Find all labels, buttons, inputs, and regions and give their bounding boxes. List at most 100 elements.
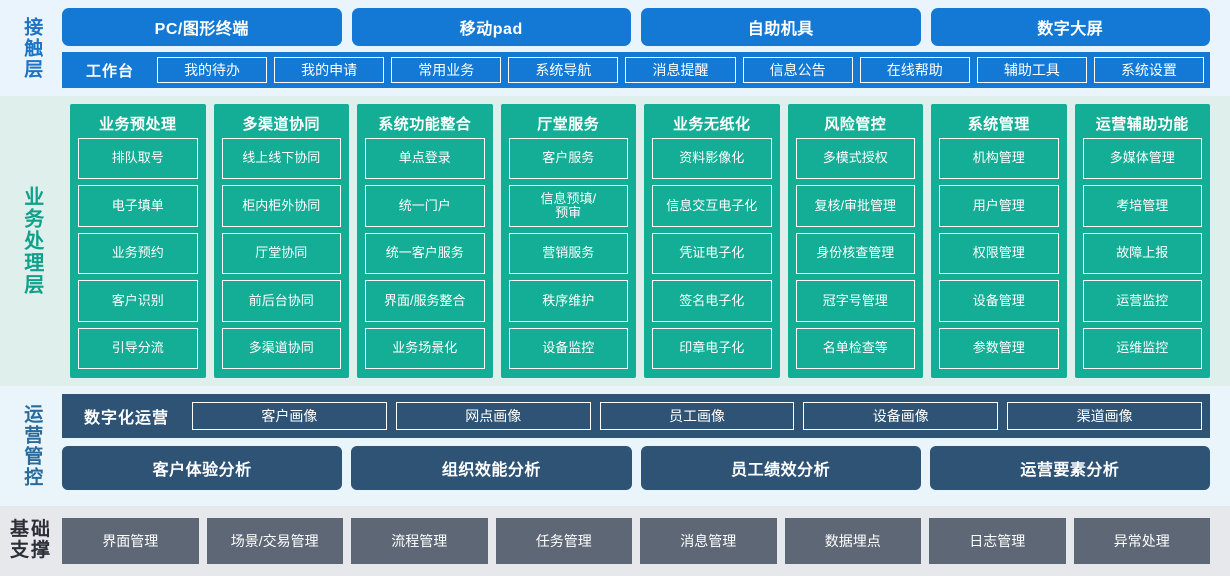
biz-item[interactable]: 机构管理 bbox=[939, 138, 1059, 180]
analysis-customer-experience[interactable]: 客户体验分析 bbox=[62, 446, 343, 490]
biz-item[interactable]: 前后台协同 bbox=[221, 280, 341, 322]
nav-item-online-help[interactable]: 在线帮助 bbox=[859, 57, 970, 83]
channel-pad[interactable]: 移动pad bbox=[351, 8, 631, 46]
biz-item[interactable]: 复核/审批管理 bbox=[795, 185, 915, 227]
biz-item[interactable]: 营销服务 bbox=[508, 232, 628, 275]
biz-item[interactable]: 引导分流 bbox=[78, 327, 198, 370]
biz-item[interactable]: 统一门户 bbox=[365, 185, 485, 227]
layer-foundation-body: 界面管理 场景/交易管理 流程管理 任务管理 消息管理 数据埋点 日志管理 异常… bbox=[62, 514, 1230, 568]
digital-operations-row: 数字化运营 客户画像 网点画像 员工画像 设备画像 渠道画像 bbox=[62, 394, 1210, 438]
foundation-data-tracking[interactable]: 数据埋点 bbox=[784, 518, 921, 564]
business-column-preprocess: 业务预处理 排队取号 电子填单 业务预约 客户识别 引导分流 bbox=[70, 104, 206, 378]
column-items: 单点登录 统一门户 统一客户服务 界面/服务整合 业务场景化 bbox=[365, 138, 485, 370]
biz-item[interactable]: 用户管理 bbox=[939, 185, 1059, 227]
digital-operations-title: 数字化运营 bbox=[84, 410, 170, 427]
analysis-employee-performance[interactable]: 员工绩效分析 bbox=[640, 446, 921, 490]
biz-item[interactable]: 排队取号 bbox=[78, 138, 198, 180]
biz-item[interactable]: 多模式授权 bbox=[795, 138, 915, 180]
channel-pc[interactable]: PC/图形终端 bbox=[62, 8, 342, 46]
biz-item[interactable]: 参数管理 bbox=[939, 327, 1059, 370]
biz-item[interactable]: 冠字号管理 bbox=[795, 280, 915, 322]
biz-item[interactable]: 信息交互电子化 bbox=[652, 185, 772, 227]
foundation-log-management[interactable]: 日志管理 bbox=[929, 518, 1066, 564]
layer-foundation-label: 基础 支撑 bbox=[0, 514, 62, 568]
biz-item[interactable]: 权限管理 bbox=[939, 232, 1059, 275]
channel-row: PC/图形终端 移动pad 自助机具 数字大屏 bbox=[62, 8, 1210, 46]
biz-item[interactable]: 客户服务 bbox=[508, 138, 628, 180]
column-items: 多模式授权 复核/审批管理 身份核查管理 冠字号管理 名单检查等 bbox=[795, 138, 915, 370]
biz-item[interactable]: 设备监控 bbox=[508, 327, 628, 370]
biz-item[interactable]: 资料影像化 bbox=[652, 138, 772, 180]
nav-item-notification[interactable]: 消息提醒 bbox=[625, 57, 736, 83]
biz-item[interactable]: 签名电子化 bbox=[652, 280, 772, 322]
nav-item-announcement[interactable]: 信息公告 bbox=[742, 57, 853, 83]
nav-item-my-todo[interactable]: 我的待办 bbox=[157, 57, 268, 83]
column-title: 厅堂服务 bbox=[537, 116, 600, 133]
column-items: 线上线下协同 柜内柜外协同 厅堂协同 前后台协同 多渠道协同 bbox=[221, 138, 341, 370]
biz-item[interactable]: 多渠道协同 bbox=[221, 327, 341, 370]
foundation-ui-management[interactable]: 界面管理 bbox=[62, 518, 199, 564]
business-column-multichannel: 多渠道协同 线上线下协同 柜内柜外协同 厅堂协同 前后台协同 多渠道协同 bbox=[213, 104, 349, 378]
biz-item[interactable]: 信息预填/ 预审 bbox=[508, 185, 628, 227]
nav-item-aux-tools[interactable]: 辅助工具 bbox=[976, 57, 1087, 83]
biz-item[interactable]: 名单检查等 bbox=[795, 327, 915, 370]
biz-item[interactable]: 线上线下协同 bbox=[221, 138, 341, 180]
biz-item[interactable]: 业务场景化 bbox=[365, 327, 485, 370]
column-items: 资料影像化 信息交互电子化 凭证电子化 签名电子化 印章电子化 bbox=[652, 138, 772, 370]
layer-operations-label: 运营管控 bbox=[0, 394, 62, 498]
portrait-branch[interactable]: 网点画像 bbox=[395, 402, 591, 430]
workbench-title: 工作台 bbox=[86, 62, 135, 80]
biz-item[interactable]: 秩序维护 bbox=[508, 280, 628, 322]
biz-item[interactable]: 单点登录 bbox=[365, 138, 485, 180]
column-title: 系统管理 bbox=[967, 116, 1030, 133]
business-column-operations-aux: 运营辅助功能 多媒体管理 考培管理 故障上报 运营监控 运维监控 bbox=[1074, 104, 1210, 378]
biz-item[interactable]: 考培管理 bbox=[1082, 185, 1202, 227]
biz-item[interactable]: 电子填单 bbox=[78, 185, 198, 227]
biz-item[interactable]: 统一客户服务 bbox=[365, 232, 485, 275]
biz-item[interactable]: 身份核查管理 bbox=[795, 232, 915, 275]
channel-kiosk[interactable]: 自助机具 bbox=[641, 8, 921, 46]
biz-item[interactable]: 厅堂协同 bbox=[221, 232, 341, 275]
analysis-operation-elements[interactable]: 运营要素分析 bbox=[929, 446, 1210, 490]
business-column-system-integration: 系统功能整合 单点登录 统一门户 统一客户服务 界面/服务整合 业务场景化 bbox=[357, 104, 493, 378]
nav-item-common-biz[interactable]: 常用业务 bbox=[391, 57, 502, 83]
foundation-task-management[interactable]: 任务管理 bbox=[495, 518, 632, 564]
layer-operations: 运营管控 数字化运营 客户画像 网点画像 员工画像 设备画像 渠道画像 客户体验… bbox=[0, 386, 1230, 506]
biz-item[interactable]: 故障上报 bbox=[1082, 232, 1202, 275]
column-title: 风险管控 bbox=[824, 116, 887, 133]
nav-item-system-nav[interactable]: 系统导航 bbox=[508, 57, 619, 83]
business-column-lobby-service: 厅堂服务 客户服务 信息预填/ 预审 营销服务 秩序维护 设备监控 bbox=[500, 104, 636, 378]
column-title: 系统功能整合 bbox=[378, 116, 472, 133]
column-title: 业务预处理 bbox=[98, 116, 177, 133]
analysis-row: 客户体验分析 组织效能分析 员工绩效分析 运营要素分析 bbox=[62, 446, 1210, 490]
nav-item-system-config[interactable]: 系统设置 bbox=[1093, 57, 1204, 83]
biz-item[interactable]: 运维监控 bbox=[1082, 327, 1202, 370]
biz-item[interactable]: 多媒体管理 bbox=[1082, 138, 1202, 180]
layer-operations-body: 数字化运营 客户画像 网点画像 员工画像 设备画像 渠道画像 客户体验分析 组织… bbox=[62, 394, 1230, 498]
analysis-org-efficiency[interactable]: 组织效能分析 bbox=[351, 446, 632, 490]
portrait-device[interactable]: 设备画像 bbox=[803, 402, 999, 430]
foundation-process-management[interactable]: 流程管理 bbox=[351, 518, 488, 564]
foundation-scene-transaction[interactable]: 场景/交易管理 bbox=[206, 518, 343, 564]
biz-item[interactable]: 设备管理 bbox=[939, 280, 1059, 322]
column-items: 客户服务 信息预填/ 预审 营销服务 秩序维护 设备监控 bbox=[508, 138, 628, 370]
biz-item[interactable]: 运营监控 bbox=[1082, 280, 1202, 322]
column-items: 排队取号 电子填单 业务预约 客户识别 引导分流 bbox=[78, 138, 198, 370]
channel-display[interactable]: 数字大屏 bbox=[930, 8, 1210, 46]
biz-item[interactable]: 印章电子化 bbox=[652, 327, 772, 370]
foundation-exception-handling[interactable]: 异常处理 bbox=[1073, 518, 1210, 564]
biz-item[interactable]: 业务预约 bbox=[78, 232, 198, 275]
foundation-message-management[interactable]: 消息管理 bbox=[640, 518, 777, 564]
portrait-customer[interactable]: 客户画像 bbox=[192, 402, 387, 430]
portrait-employee[interactable]: 员工画像 bbox=[599, 402, 795, 430]
biz-item[interactable]: 凭证电子化 bbox=[652, 232, 772, 275]
portrait-channel[interactable]: 渠道画像 bbox=[1007, 402, 1202, 430]
biz-item[interactable]: 界面/服务整合 bbox=[365, 280, 485, 322]
nav-item-my-apply[interactable]: 我的申请 bbox=[274, 57, 385, 83]
layer-business-label-text: 业务处理层 bbox=[20, 186, 43, 296]
biz-item[interactable]: 客户识别 bbox=[78, 280, 198, 322]
business-column-paperless: 业务无纸化 资料影像化 信息交互电子化 凭证电子化 签名电子化 印章电子化 bbox=[644, 104, 780, 378]
biz-item[interactable]: 柜内柜外协同 bbox=[221, 185, 341, 227]
layer-contact-label: 接触层 bbox=[0, 8, 62, 88]
